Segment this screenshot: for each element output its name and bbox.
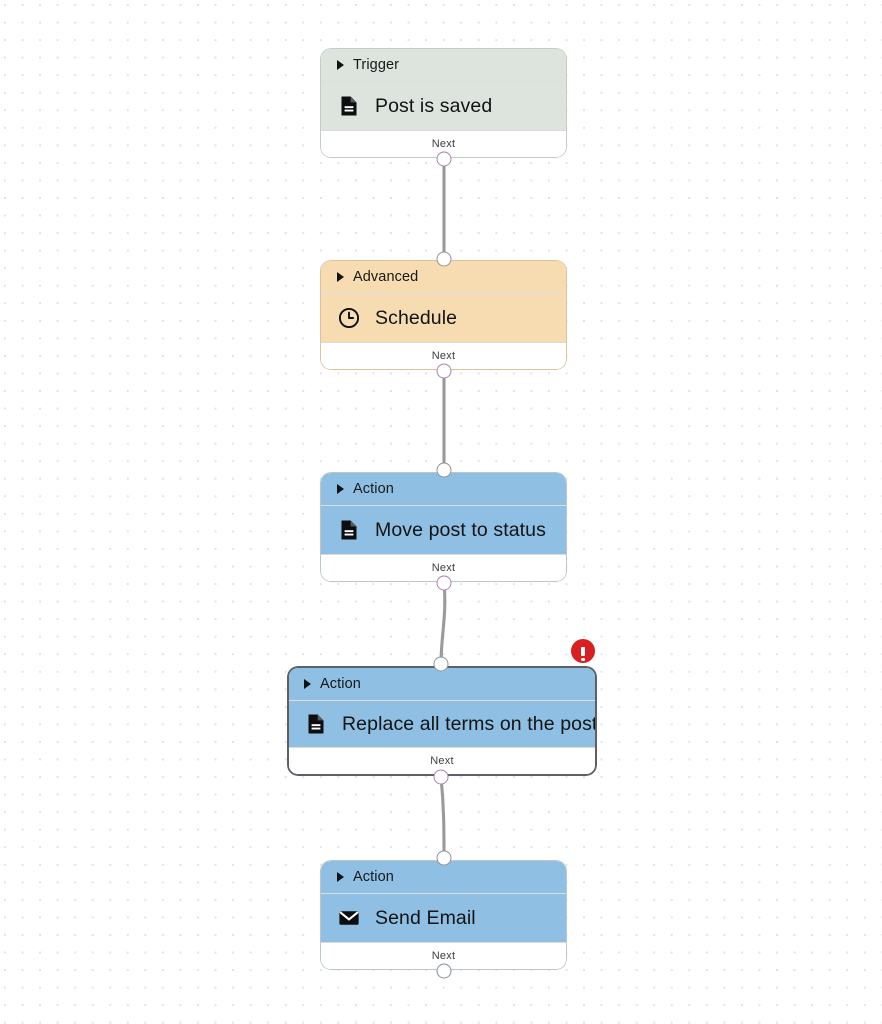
node-category-label: Advanced (353, 269, 419, 285)
node-body[interactable]: Move post to status (321, 506, 566, 554)
node-title: Schedule (375, 306, 458, 329)
node-output-port[interactable] (436, 575, 452, 591)
node-input-port[interactable] (436, 251, 452, 267)
node-header-divider (321, 81, 566, 82)
node-next-label: Next (431, 350, 456, 362)
node-output-port[interactable] (433, 769, 449, 785)
node-next-label: Next (430, 755, 454, 767)
error-badge[interactable] (571, 639, 595, 663)
node-next-label: Next (431, 138, 456, 150)
node-header[interactable]: Action (321, 861, 566, 893)
node-body[interactable]: Post is saved (321, 82, 566, 130)
node-output-port[interactable] (436, 151, 452, 167)
node-title: Replace all terms on the post (342, 712, 597, 735)
node-category-label: Trigger (353, 57, 400, 73)
node-next-label: Next (431, 562, 456, 574)
node-input-port[interactable] (436, 850, 452, 866)
envelope-icon (337, 906, 361, 930)
chevron-right-icon[interactable] (337, 272, 344, 282)
node-next-label: Next (431, 950, 456, 962)
node-body[interactable]: Send Email (321, 894, 566, 942)
node-input-port[interactable] (433, 656, 449, 672)
node-header-divider (321, 293, 566, 294)
node-output-port[interactable] (436, 363, 452, 379)
chevron-right-icon[interactable] (337, 60, 344, 70)
node-category-label: Action (353, 481, 394, 497)
node-output-port[interactable] (436, 963, 452, 979)
node-header-divider (289, 700, 595, 701)
document-icon (337, 94, 361, 118)
node-header-divider (321, 893, 566, 894)
chevron-right-icon[interactable] (337, 872, 344, 882)
node-category-label: Action (353, 869, 394, 885)
connector-edge[interactable] (439, 581, 447, 666)
document-icon (337, 518, 361, 542)
node-title: Post is saved (375, 94, 493, 117)
document-icon (304, 712, 328, 736)
node-header[interactable]: Trigger (321, 49, 566, 81)
chevron-right-icon[interactable] (337, 484, 344, 494)
node-input-port[interactable] (436, 462, 452, 478)
node-header[interactable]: Action (289, 668, 595, 700)
node-header[interactable]: Action (321, 473, 566, 505)
chevron-right-icon[interactable] (304, 679, 311, 689)
node-header-divider (321, 505, 566, 506)
node-category-label: Action (320, 676, 361, 692)
node-title: Send Email (375, 906, 476, 929)
connector-edge[interactable] (439, 775, 446, 860)
exclamation-icon (581, 646, 586, 661)
node-body[interactable]: Schedule (321, 294, 566, 342)
node-body[interactable]: Replace all terms on the post (289, 701, 595, 747)
node-title: Move post to status (375, 518, 546, 541)
clock-icon (337, 306, 361, 330)
